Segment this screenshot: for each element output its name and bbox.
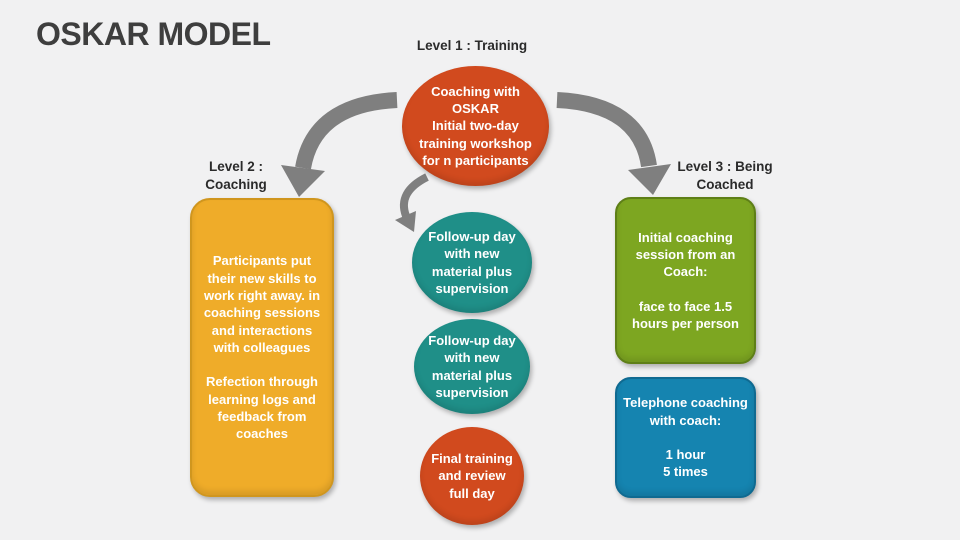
level1-label: Level 1 : Training — [416, 38, 528, 53]
coaching-box: Participants put their new skills to wor… — [190, 198, 334, 497]
training-circle: Coaching with OSKAR Initial two-day trai… — [402, 66, 549, 186]
curved-arrow-to-followup-icon — [395, 173, 429, 232]
initial-coaching-box-text: Initial coaching session from an Coach: … — [632, 229, 739, 332]
page-title: OSKAR MODEL — [36, 16, 271, 52]
followup-circle-2-text: Follow-up day with new material plus sup… — [428, 332, 516, 400]
followup-circle-1: Follow-up day with new material plus sup… — [412, 212, 532, 313]
training-circle-text: Coaching with OSKAR Initial two-day trai… — [419, 83, 532, 168]
followup-circle-1-text: Follow-up day with new material plus sup… — [428, 228, 516, 296]
level3-label: Level 3 : Being Coached — [677, 159, 773, 192]
final-training-circle-text: Final training and review full day — [431, 451, 513, 501]
initial-coaching-box: Initial coaching session from an Coach: … — [615, 197, 756, 364]
coaching-box-text: Participants put their new skills to wor… — [203, 253, 321, 442]
telephone-coaching-box-text: Telephone coaching with coach: 1 hour 5 … — [623, 395, 748, 480]
curved-arrow-to-level2-icon — [281, 92, 398, 197]
level2-label: Level 2 : Coaching — [205, 159, 267, 192]
curved-arrow-to-level3-icon — [556, 92, 671, 195]
final-training-circle: Final training and review full day — [420, 427, 524, 525]
telephone-coaching-box: Telephone coaching with coach: 1 hour 5 … — [615, 377, 756, 498]
followup-circle-2: Follow-up day with new material plus sup… — [414, 319, 530, 414]
